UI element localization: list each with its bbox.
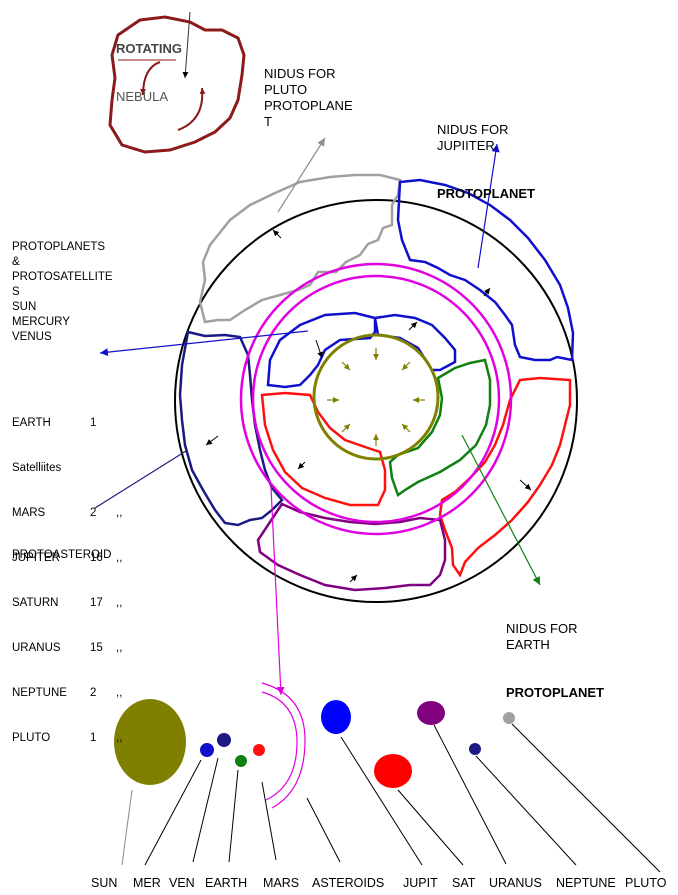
saturn-zone <box>256 502 447 592</box>
protoasteroid-label: PROTOASTEROID <box>12 549 112 561</box>
jupiter-protoplanet-text: PROTOPLANET <box>437 186 535 201</box>
pluto-zone <box>198 173 402 324</box>
label-neptune: NEPTUNE <box>556 876 616 890</box>
planet-sun <box>114 699 186 785</box>
legend-row: NEPTUNE 2,, <box>12 686 122 701</box>
sun-core <box>312 333 440 461</box>
earth-pointer <box>461 434 541 586</box>
sun-inward-arrows <box>327 348 425 446</box>
label-mars: MARS <box>263 876 300 890</box>
jupiter-pointer <box>477 143 500 269</box>
legend-pointer-navy <box>94 450 187 509</box>
earth-nidus-label: NIDUS FOR EARTH PROTOPLANET <box>506 589 604 717</box>
label-pluto: PLUTO <box>625 876 667 890</box>
legend-name: MARS <box>12 507 46 519</box>
legend-row: EARTH 1 <box>12 416 122 431</box>
planet-jupiter <box>321 700 351 734</box>
earth-protoplanet-text: PROTOPLANET <box>506 685 604 700</box>
legend-name: EARTH <box>12 417 51 429</box>
legend-row: MARS 2,, <box>12 506 122 521</box>
legend-mark: ,, <box>116 687 123 699</box>
legend-row: PLUTO 1,, <box>12 731 122 746</box>
asteroid-pointer <box>270 486 285 696</box>
jupiter-nidus-label: NIDUS FOR JUPIITER PROTOPLANET <box>437 90 535 218</box>
label-jupiter: JUPIT <box>403 876 438 890</box>
legend-mark: ,, <box>116 642 123 654</box>
satellite-legend: EARTH 1 Satelliites MARS 2,, JUPITER 16,, S… <box>12 386 122 761</box>
legend-num <box>90 461 116 476</box>
jupiter-nidus-text: NIDUS FOR JUPIITER <box>437 122 509 153</box>
legend-row: URANUS 15,, <box>12 641 122 656</box>
mars-outer-zone <box>438 376 572 578</box>
legend-name: Satelliites <box>12 462 62 474</box>
legend-num: 17 <box>90 597 103 609</box>
label-asteroids: ASTEROIDS <box>312 876 385 890</box>
legend-num: 15 <box>90 642 103 654</box>
asteroid-ring-inner <box>251 274 501 524</box>
earth-nidus-text: NIDUS FOR EARTH <box>506 621 578 652</box>
label-pointers <box>121 723 661 873</box>
asteroid-arc-1 <box>261 682 306 809</box>
legend-mark: ,, <box>116 597 123 609</box>
legend-mark: ,, <box>116 552 123 564</box>
asteroid-arc-2 <box>261 691 298 801</box>
label-sun: SUN <box>91 876 118 890</box>
rotating-nebula-label: ROTATING NEBULA <box>116 9 182 121</box>
mars-inner-zone <box>260 391 387 507</box>
legend-row: Satelliites <box>12 461 122 476</box>
legend-mark: ,, <box>116 732 123 744</box>
legend-num: 2 <box>90 507 97 519</box>
legend-num: 1 <box>90 732 97 744</box>
planet-venus <box>217 733 231 747</box>
legend-num: 1 <box>90 417 97 429</box>
planet-pluto <box>503 712 515 724</box>
planet-mercury <box>200 743 214 757</box>
label-uranus: URANUS <box>489 876 542 890</box>
legend-pointer-blue <box>99 330 309 357</box>
planet-neptune <box>469 743 481 755</box>
label-saturn: SAT <box>452 876 476 890</box>
legend-name: URANUS <box>12 642 61 654</box>
inner-blue-right <box>373 313 457 372</box>
nebula-outline <box>108 15 246 154</box>
label-mercury: MER <box>133 876 161 890</box>
earth-zone <box>388 358 492 497</box>
swirl-arrow-right <box>177 87 206 131</box>
swirl-arrow-left <box>140 61 161 96</box>
nebula-pointer <box>182 11 191 79</box>
legend-name: SATURN <box>12 597 59 609</box>
pluto-nidus-label: NIDUS FOR PLUTO PROTOPLANE T <box>264 66 353 129</box>
pluto-pointer <box>277 137 326 213</box>
jupiter-zone <box>396 178 575 362</box>
rotating-nebula <box>108 11 246 154</box>
inner-blue-left <box>266 311 377 389</box>
asteroid-ring-outer <box>239 262 513 536</box>
legend-row: SATURN 17,, <box>12 596 122 611</box>
legend-name: NEPTUNE <box>12 687 67 699</box>
planet-saturn <box>374 754 412 788</box>
protoplanets-header: PROTOPLANETS & PROTOSATELLITE S SUN MERC… <box>12 241 113 343</box>
motion-arrows <box>205 229 532 583</box>
legend-num: 16 <box>90 552 103 564</box>
label-venus: VEN <box>169 876 195 890</box>
planet-row <box>114 699 515 788</box>
legend-mark: ,, <box>116 507 123 519</box>
planet-earth <box>235 755 247 767</box>
legend-num: 2 <box>90 687 97 699</box>
nebula-label: NEBULA <box>116 89 169 104</box>
label-earth: EARTH <box>205 876 248 890</box>
planet-mars <box>253 744 265 756</box>
legend-name: JUPITER <box>12 552 60 564</box>
planet-uranus <box>417 701 445 725</box>
legend-name: PLUTO <box>12 732 51 744</box>
legend-row: JUPITER 16,, <box>12 551 122 566</box>
outer-circle <box>174 199 578 603</box>
rotating-label: ROTATING <box>116 41 182 56</box>
